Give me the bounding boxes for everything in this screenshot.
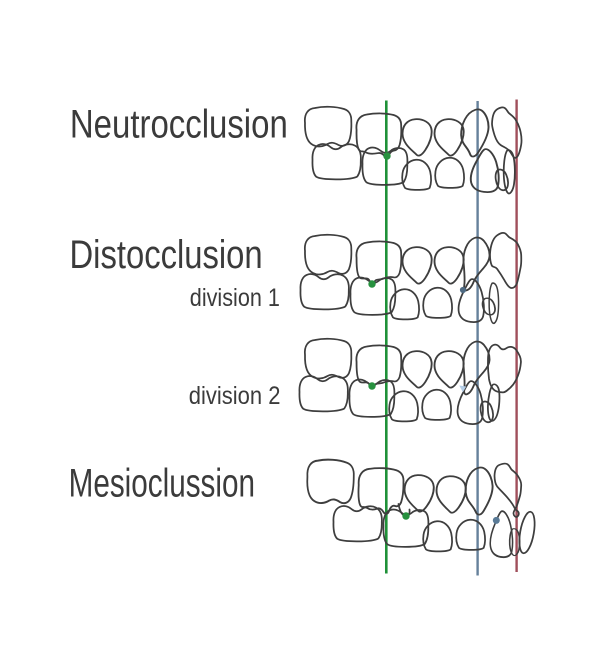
svg-text:Neutrocclusion: Neutrocclusion [70,102,288,147]
svg-text:Mesioclussion: Mesioclussion [69,461,255,505]
svg-text:division 1: division 1 [190,284,280,312]
svg-text:division 2: division 2 [189,382,281,410]
svg-text:Distocclusion: Distocclusion [70,232,263,277]
